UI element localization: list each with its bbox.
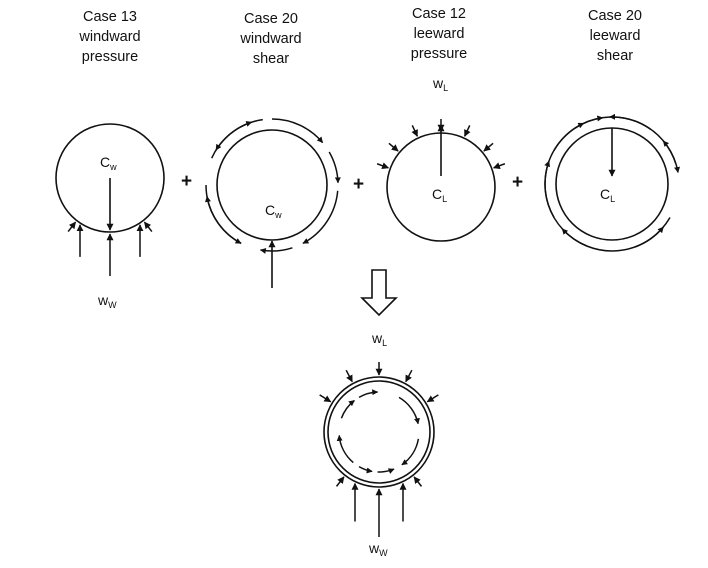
header-side: windward	[79, 29, 141, 45]
header-case12-leeward-pressure: Case 12 leeward pressure	[374, 4, 504, 64]
pressure-arrow	[492, 162, 506, 169]
shear-arrow	[553, 122, 585, 151]
plus-operator-1: +	[181, 171, 193, 192]
header-side: leeward	[413, 26, 465, 42]
shear-arrow	[259, 247, 293, 254]
label-w-w-combined: wW	[369, 540, 388, 558]
pressure-arrow	[463, 125, 471, 137]
shear-arrow	[215, 118, 263, 151]
shear-arrow	[401, 438, 420, 466]
pressure-arrow	[405, 369, 413, 383]
circle-combined-inner	[327, 380, 431, 484]
shear-arrow	[544, 160, 555, 218]
header-side: windward	[240, 31, 302, 47]
shear-arrow	[302, 190, 339, 244]
pressure-arrow	[426, 394, 439, 403]
header-case20-windward-shear: Case 20 windward shear	[206, 9, 336, 69]
shear-arrow	[271, 118, 324, 144]
label-c-l-2: CL	[600, 186, 616, 204]
header-case: Case 20	[587, 8, 642, 24]
pressure-arrow	[319, 394, 332, 403]
result-down-arrow-icon	[360, 269, 398, 317]
shear-arrow	[340, 399, 355, 419]
pressure-arrow	[413, 476, 423, 487]
shear-arrow	[398, 396, 420, 425]
shear-arrow	[358, 465, 373, 474]
pressure-arrow	[335, 476, 345, 487]
header-type: pressure	[81, 49, 139, 65]
header-case20-leeward-shear: Case 20 leeward shear	[550, 6, 680, 66]
header-case: Case 13	[82, 9, 137, 25]
header-case: Case 12	[411, 6, 466, 22]
pressure-arrow	[376, 162, 390, 169]
circle-windward-shear	[216, 129, 328, 241]
shear-arrow	[634, 226, 664, 248]
circle-combined-outer	[323, 376, 435, 488]
pressure-arrow	[345, 369, 353, 383]
shear-arrow	[205, 184, 242, 244]
circle-windward-pressure	[55, 123, 165, 233]
shear-arrow	[561, 228, 588, 247]
header-type: shear	[252, 51, 290, 67]
pressure-arrow	[388, 142, 399, 152]
pressure-arrow	[483, 142, 494, 152]
label-w-l-combined: wL	[372, 330, 388, 348]
shear-arrow	[211, 121, 253, 159]
header-case13-windward-pressure: Case 13 windward pressure	[45, 7, 175, 67]
label-c-w-2: Cw	[265, 202, 282, 220]
header-case: Case 20	[243, 11, 298, 27]
generated-arrows	[67, 113, 681, 537]
shear-arrow	[328, 151, 341, 184]
label-c-l-1: CL	[432, 186, 448, 204]
shear-arrow	[204, 195, 242, 244]
header-type: shear	[596, 48, 634, 64]
label-c-w-1: Cw	[100, 154, 117, 172]
label-w-w-top: wW	[98, 292, 117, 310]
header-type: pressure	[410, 46, 468, 62]
shear-arrow	[377, 468, 395, 474]
pressure-arrow	[411, 125, 419, 137]
header-side: leeward	[589, 28, 641, 44]
pressure-arrow	[143, 221, 153, 233]
shear-arrow	[358, 389, 379, 399]
plus-operator-2: +	[353, 174, 365, 195]
label-w-l-top: wL	[433, 75, 449, 93]
shear-arrow	[574, 115, 604, 130]
pressure-arrow	[67, 221, 77, 233]
shear-arrow	[336, 434, 354, 464]
plus-operator-3: +	[512, 172, 524, 193]
